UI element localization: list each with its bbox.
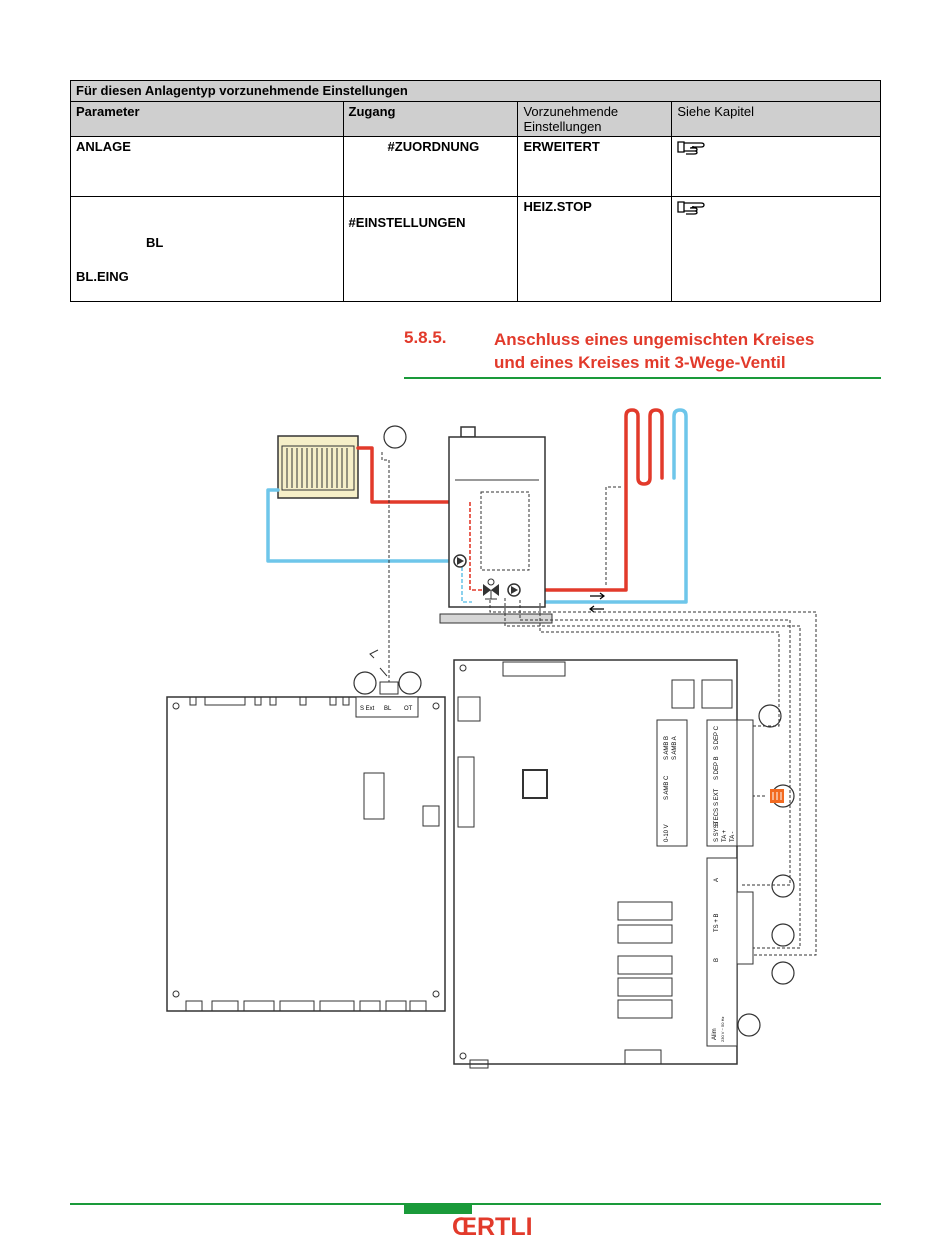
label-s-ext: S EXT <box>714 788 720 806</box>
terminal-s-ext: S Ext <box>360 706 375 712</box>
label-s-dep-b: S DEP B <box>714 756 720 780</box>
table-row: ANLAGE #ZUORDNUNG ERWEITERT <box>70 136 881 197</box>
param-line-bl: BL <box>146 235 164 250</box>
section-title-line1: Anschluss eines ungemischten Kreises <box>494 330 815 349</box>
table-caption: Für diesen Anlagentyp vorzunehmende Eins… <box>70 80 881 102</box>
terminal-bl: BL <box>384 706 392 712</box>
cell-parameter: ANLAGE <box>70 136 344 197</box>
header-zugang: Zugang <box>342 101 519 137</box>
label-s-amb-b: S AMB B <box>664 736 670 760</box>
table-header-row: Parameter Zugang Vorzunehmende Einstellu… <box>70 101 881 137</box>
label-s-ecs: S ECS <box>714 808 720 826</box>
label-s-syst: S SYST <box>714 820 720 842</box>
hot-pipe-floor <box>518 408 664 592</box>
cell-setting: ERWEITERT <box>517 136 673 197</box>
header-settings: Vorzunehmende Einstellungen <box>517 101 673 137</box>
label-s-dep-c: S DEP C <box>714 725 720 750</box>
outdoor-sensor <box>770 789 784 803</box>
wiring-diagram: S Ext BL OT S <box>166 408 817 1069</box>
left-board: S Ext BL OT <box>166 649 446 1012</box>
hand-pointer-icon <box>677 201 705 215</box>
label-alim: Alim <box>712 1028 718 1040</box>
wiring <box>381 452 817 956</box>
label-ta-plus: TA + <box>722 829 728 842</box>
table-row: BL BL.EING #EINSTELLUNGEN HEIZ.STOP <box>70 196 881 302</box>
section-title: Anschluss eines ungemischten Kreises und… <box>494 328 814 374</box>
oertli-logo: ŒRTLI <box>452 1213 533 1241</box>
cell-chapter[interactable] <box>671 136 881 197</box>
cell-setting: HEIZ.STOP <box>517 196 673 302</box>
cell-zugang: #EINSTELLUNGEN <box>342 196 519 302</box>
label-s-amb-a: S AMB A <box>672 736 678 760</box>
boiler <box>439 426 605 624</box>
cell-zugang: #ZUORDNUNG <box>342 136 519 197</box>
label-alim-voltage: 230 V ~ 50 Hz <box>720 1017 725 1042</box>
pipes <box>266 408 688 604</box>
footer-rule <box>70 1203 881 1205</box>
label-pump-ts-b: TS + B <box>714 913 720 932</box>
header-parameter: Parameter <box>70 101 344 137</box>
terminal-ot: OT <box>404 706 413 712</box>
hot-pipe-radiator <box>356 446 462 504</box>
settings-table: Für diesen Anlagentyp vorzunehmende Eins… <box>70 80 881 302</box>
main-board: S AMB B S AMB A S DEP C S DEP B S AMB C … <box>453 659 754 1069</box>
label-pump-a: A <box>714 878 720 882</box>
section-rule <box>404 377 881 379</box>
footer-tab <box>404 1205 472 1214</box>
cell-parameter-stack: BL BL.EING <box>70 196 344 302</box>
label-s-amb-c: S AMB C <box>664 775 670 800</box>
cell-chapter[interactable] <box>671 196 881 302</box>
hand-pointer-icon <box>677 141 705 155</box>
section-title-line2: und eines Kreises mit 3-Wege-Ventil <box>494 353 786 372</box>
label-pump-b: B <box>714 958 720 962</box>
param-line-bl-eing: BL.EING <box>76 269 129 284</box>
cold-pipe-floor <box>470 408 688 604</box>
section-number: 5.8.5. <box>404 328 447 347</box>
table-caption-row: Für diesen Anlagentyp vorzunehmende Eins… <box>70 80 881 102</box>
radiator <box>277 435 359 499</box>
label-0-10v: 0-10 V <box>664 824 670 842</box>
cold-pipe-radiator <box>266 488 452 563</box>
header-chapter: Siehe Kapitel <box>671 101 881 137</box>
label-ta-minus: TA - <box>730 831 736 842</box>
